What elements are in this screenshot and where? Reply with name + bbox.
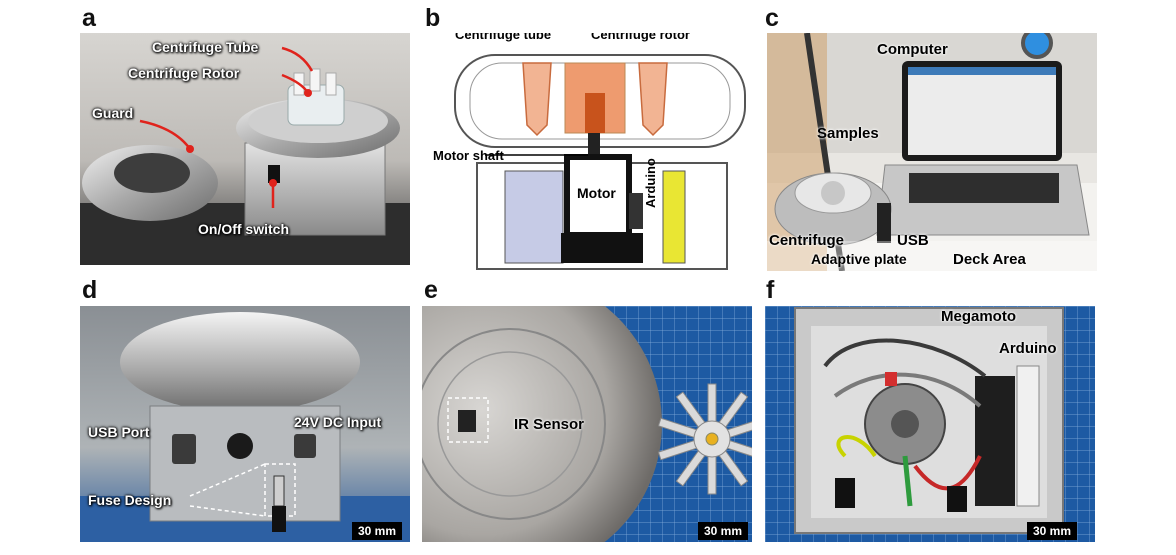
panel-d-illustration bbox=[80, 306, 410, 542]
label-b-motor: Motor bbox=[577, 185, 616, 201]
panel-d-photo: USB Port 24V DC Input Fuse Design 30 mm bbox=[80, 306, 410, 542]
scalebar-d: 30 mm bbox=[352, 522, 403, 540]
panel-b-diagram: Centrifuge tube Centrifuge rotor Motor s… bbox=[425, 33, 755, 273]
label-adaptive-plate: Adaptive plate bbox=[811, 251, 907, 267]
label-b-motor-shaft: Motor shaft bbox=[433, 148, 504, 163]
panel-letter-c: c bbox=[765, 4, 779, 32]
panel-f-illustration bbox=[765, 306, 1095, 542]
label-centrifuge: Centrifuge bbox=[769, 232, 844, 249]
label-guard: Guard bbox=[92, 105, 134, 121]
panel-letter-e: e bbox=[424, 276, 438, 304]
label-24v-dc-input: 24V DC Input bbox=[294, 414, 382, 430]
panel-letter-a: a bbox=[82, 4, 96, 32]
label-megamoto: Megamoto bbox=[941, 308, 1016, 325]
panel-a-photo: Centrifuge Tube Centrifuge Rotor Guard O… bbox=[80, 33, 410, 265]
panel-letter-f: f bbox=[766, 276, 775, 304]
label-usb-port: USB Port bbox=[88, 424, 150, 440]
scalebar-e: 30 mm bbox=[698, 522, 749, 540]
panel-c-photo: Computer Samples Centrifuge USB Adaptive… bbox=[767, 33, 1097, 271]
label-b-centrifuge-tube: Centrifuge tube bbox=[455, 33, 552, 42]
label-computer: Computer bbox=[877, 41, 948, 58]
label-b-centrifuge-rotor: Centrifuge rotor bbox=[591, 33, 690, 42]
panel-b-illustration bbox=[425, 33, 755, 273]
panel-f-photo: Megamoto Arduino 30 mm bbox=[765, 306, 1095, 542]
label-fuse-design: Fuse Design bbox=[88, 492, 172, 508]
label-usb: USB bbox=[897, 232, 929, 249]
panel-a-illustration bbox=[80, 33, 410, 265]
label-samples: Samples bbox=[817, 125, 879, 142]
label-deck-area: Deck Area bbox=[953, 251, 1026, 268]
label-centrifuge-rotor: Centrifuge Rotor bbox=[128, 65, 240, 81]
panel-letter-b: b bbox=[425, 4, 441, 32]
scalebar-f: 30 mm bbox=[1027, 522, 1078, 540]
label-ir-sensor: IR Sensor bbox=[514, 416, 585, 433]
label-on-off-switch: On/Off switch bbox=[198, 221, 289, 237]
panel-e-photo: IR Sensor 30 mm bbox=[422, 306, 752, 542]
panel-e-illustration bbox=[422, 306, 752, 542]
label-centrifuge-tube: Centrifuge Tube bbox=[152, 39, 259, 55]
label-f-arduino: Arduino bbox=[999, 340, 1057, 357]
label-b-arduino: Arduino bbox=[643, 158, 658, 208]
panel-letter-d: d bbox=[82, 276, 98, 304]
panel-c-illustration bbox=[767, 33, 1097, 271]
